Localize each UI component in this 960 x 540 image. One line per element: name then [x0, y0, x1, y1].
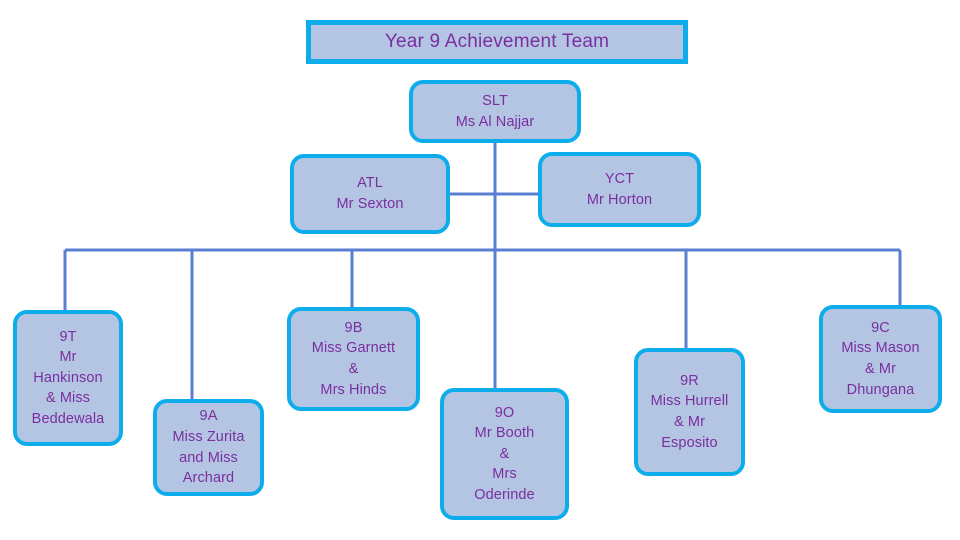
- node-yct-label: YCT Mr Horton: [586, 170, 653, 208]
- node-slt-label: SLT Ms Al Najjar: [455, 92, 535, 130]
- node-9b[interactable]: 9B Miss Garnett & Mrs Hinds: [287, 307, 420, 411]
- node-9b-label: 9B Miss Garnett & Mrs Hinds: [311, 319, 396, 398]
- node-9t[interactable]: 9T Mr Hankinson & Miss Beddewala: [13, 310, 123, 446]
- node-9t-label: 9T Mr Hankinson & Miss Beddewala: [31, 328, 105, 427]
- node-atl-label: ATL Mr Sexton: [336, 175, 404, 212]
- node-9r[interactable]: 9R Miss Hurrell & Mr Esposito: [634, 348, 745, 476]
- node-9a[interactable]: 9A Miss Zurita and Miss Archard: [153, 399, 264, 496]
- node-9r-label: 9R Miss Hurrell & Mr Esposito: [650, 372, 729, 451]
- node-9c-label: 9C Miss Mason & Mr Dhungana: [841, 319, 920, 398]
- node-9o[interactable]: 9O Mr Booth & Mrs Oderinde: [440, 388, 569, 520]
- node-9c[interactable]: 9C Miss Mason & Mr Dhungana: [819, 305, 942, 413]
- node-slt[interactable]: SLT Ms Al Najjar: [409, 80, 581, 143]
- node-9o-label: 9O Mr Booth & Mrs Oderinde: [474, 404, 535, 503]
- node-yct[interactable]: YCT Mr Horton: [538, 152, 701, 227]
- chart-title-banner: Year 9 Achievement Team: [306, 20, 688, 64]
- node-9a-label: 9A Miss Zurita and Miss Archard: [172, 408, 245, 487]
- node-atl[interactable]: ATL Mr Sexton: [290, 154, 450, 234]
- chart-title-text: Year 9 Achievement Team: [384, 31, 610, 52]
